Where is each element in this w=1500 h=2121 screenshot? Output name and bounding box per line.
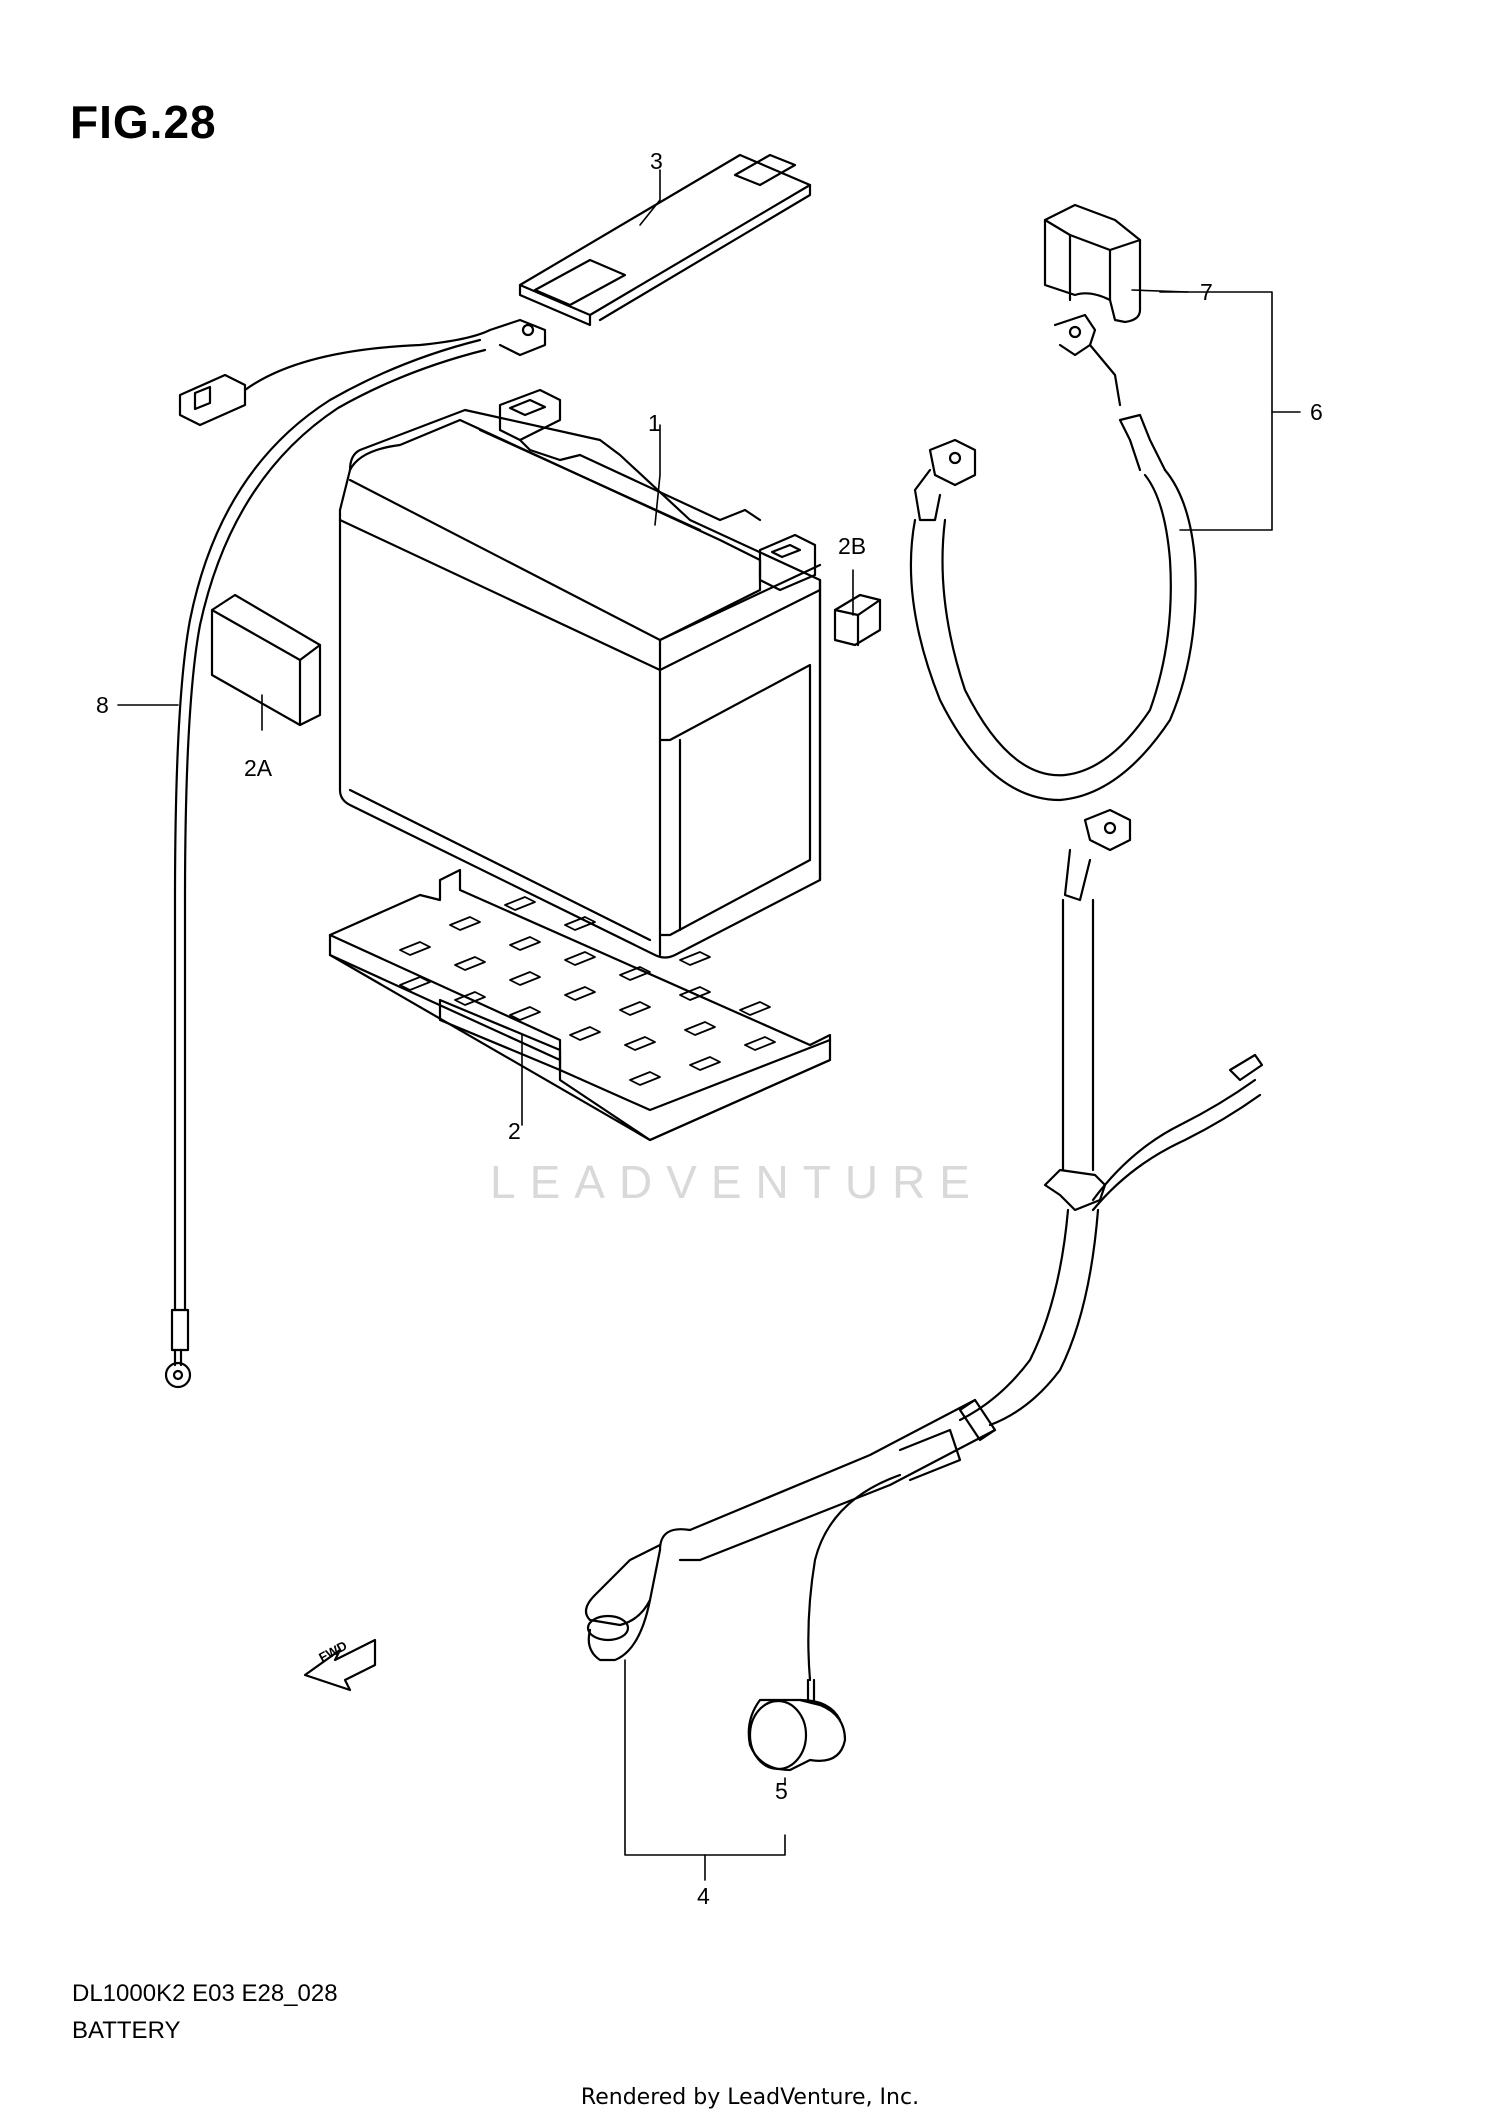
section-name: BATTERY (72, 2017, 181, 2044)
callout-2b: 2B (838, 533, 867, 559)
negative-cable-4-part (584, 808, 1264, 1702)
callout-7: 7 (1200, 279, 1213, 305)
terminal-cap-7-part (1043, 203, 1142, 324)
callout-8: 8 (96, 692, 109, 718)
callout-3: 3 (650, 148, 663, 174)
watermark-text: LEADVENTURE (490, 1156, 984, 1208)
callout-2: 2 (508, 1118, 521, 1144)
wire-harness-8-part (164, 318, 547, 1389)
rendered-by-text: Rendered by LeadVenture, Inc. (580, 2085, 920, 2110)
callout-4: 4 (697, 1883, 710, 1909)
pad-2b-part (833, 593, 882, 647)
battery-strap-part (518, 153, 812, 327)
sensor-5-part (747, 1698, 847, 1772)
callout-5: 5 (775, 1778, 788, 1804)
battery-tray-part (328, 868, 832, 1142)
callout-6: 6 (1310, 399, 1323, 425)
callout-1: 1 (648, 410, 661, 436)
positive-cable-6-part (909, 313, 1197, 802)
callout-2a: 2A (244, 755, 273, 781)
pad-2a-part (210, 593, 322, 727)
figure-title: FIG.28 (70, 96, 217, 148)
battery-part (338, 388, 822, 959)
model-code: DL1000K2 E03 E28_028 (72, 1980, 338, 2007)
fwd-arrow-icon (303, 1638, 377, 1692)
